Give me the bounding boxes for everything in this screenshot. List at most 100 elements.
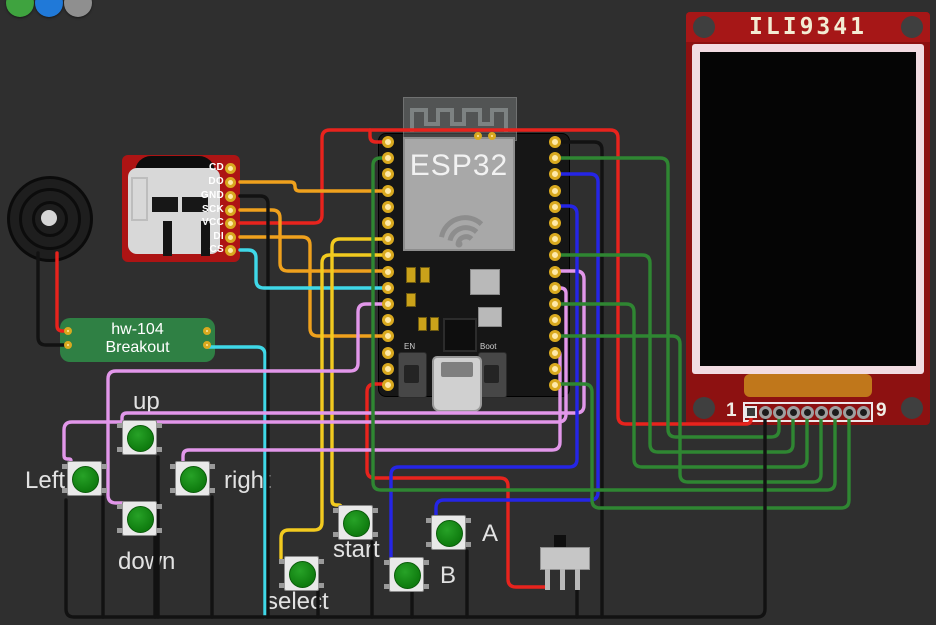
esp32-pin-right[interactable]: [549, 184, 561, 197]
sd-pin-label: CD: [208, 162, 224, 173]
pushbutton-up[interactable]: [117, 420, 162, 455]
display-pin[interactable]: [857, 405, 871, 419]
esp32-pin-left[interactable]: [382, 298, 394, 310]
esp32-pin-top[interactable]: [488, 132, 496, 140]
display-pin[interactable]: [843, 405, 857, 419]
pushbutton-right[interactable]: [170, 461, 215, 496]
wire[interactable]: [238, 208, 390, 273]
display-pin[interactable]: [800, 405, 814, 419]
pushbutton-start[interactable]: [333, 505, 378, 540]
button-leg: [384, 560, 390, 565]
button-leg: [372, 532, 378, 537]
button-cap-down[interactable]: [127, 506, 154, 533]
smd-component: [478, 307, 502, 327]
esp32-en-button[interactable]: [398, 352, 427, 398]
button-cap-left[interactable]: [72, 466, 99, 493]
button-label-right: right: [224, 467, 271, 494]
display-flex-connector: [744, 374, 872, 397]
switch-body: [540, 547, 590, 570]
esp32-pin-left[interactable]: [382, 379, 394, 391]
button-leg: [318, 559, 324, 564]
hw104-breakout[interactable]: hw-104 Breakout: [60, 318, 215, 362]
wire[interactable]: [238, 235, 390, 338]
sd-slot-notch: [131, 177, 148, 221]
buzzer[interactable]: [7, 176, 93, 262]
esp32-pin-left[interactable]: [382, 200, 394, 213]
button-cap-a[interactable]: [436, 520, 463, 547]
esp32-pin-right[interactable]: [549, 265, 561, 278]
esp32-pin-left[interactable]: [382, 217, 394, 229]
pushbutton-down[interactable]: [117, 501, 162, 536]
run-button[interactable]: [6, 0, 34, 17]
display-pin[interactable]: [829, 405, 843, 419]
button-cap-select[interactable]: [289, 561, 316, 588]
button-label-a: A: [482, 520, 499, 547]
en-button-cap: [404, 365, 419, 383]
pause-button[interactable]: [35, 0, 63, 17]
esp32-pin-right[interactable]: [549, 281, 561, 294]
button-cap-right[interactable]: [180, 466, 207, 493]
button-leg: [62, 464, 68, 469]
switch-leg: [560, 569, 565, 590]
button-leg: [117, 447, 123, 452]
sd-pin[interactable]: [224, 231, 236, 243]
usb-connector: [432, 356, 482, 412]
button-leg: [318, 583, 324, 588]
pushbutton-left[interactable]: [62, 461, 107, 496]
wire[interactable]: [238, 194, 270, 619]
buzzer-ring: [32, 201, 68, 237]
button-label-down: down: [118, 548, 176, 575]
button-cap-up[interactable]: [127, 425, 154, 452]
esp32-pin-left[interactable]: [382, 265, 394, 278]
button-cap-b[interactable]: [394, 562, 421, 589]
display-pin[interactable]: [744, 405, 757, 418]
hw104-pin[interactable]: [64, 341, 72, 349]
buzzer-ring: [19, 188, 81, 250]
sd-pin[interactable]: [224, 176, 236, 188]
sd-pin[interactable]: [224, 217, 236, 229]
wire[interactable]: [238, 248, 390, 290]
esp32-pin-left[interactable]: [382, 136, 394, 148]
esp32-pin-right[interactable]: [549, 200, 561, 213]
esp32-pin-right[interactable]: [549, 362, 561, 375]
mounting-hole: [693, 16, 715, 38]
hw104-pin[interactable]: [203, 341, 211, 349]
sd-pin[interactable]: [224, 190, 236, 202]
sd-pin[interactable]: [224, 244, 236, 256]
display-pin[interactable]: [786, 405, 800, 419]
pushbutton-b[interactable]: [384, 557, 429, 592]
ili9341-display[interactable]: ILI9341 1 9: [686, 12, 930, 425]
display-pin[interactable]: [815, 405, 829, 419]
pushbutton-a[interactable]: [426, 515, 471, 550]
mounting-hole: [693, 397, 715, 419]
esp32-pin-top[interactable]: [474, 132, 482, 140]
esp32-pin-right[interactable]: [549, 379, 561, 391]
esp32-pin-left[interactable]: [382, 346, 394, 359]
smd-component: [406, 267, 416, 283]
pushbutton-select[interactable]: [279, 556, 324, 591]
button-cap-start[interactable]: [343, 510, 370, 537]
wire[interactable]: [238, 180, 390, 193]
esp32-boot-button[interactable]: [478, 352, 507, 398]
esp32-board[interactable]: ESP32 EN Boot: [378, 97, 570, 412]
stop-button[interactable]: [64, 0, 92, 17]
boot-button-cap: [484, 365, 499, 383]
esp32-pin-left[interactable]: [382, 184, 394, 197]
sd-pin-label: CS: [209, 244, 224, 255]
display-pin[interactable]: [758, 405, 772, 419]
sd-pin[interactable]: [224, 204, 236, 216]
esp32-pin-right[interactable]: [549, 346, 561, 359]
esp32-pin-right[interactable]: [549, 217, 561, 229]
esp32-pin-right[interactable]: [549, 136, 561, 148]
esp32-pin-left[interactable]: [382, 281, 394, 294]
sd-card-module[interactable]: [122, 155, 240, 262]
hw104-pin[interactable]: [203, 327, 211, 335]
button-leg: [156, 528, 162, 533]
esp32-pin-left[interactable]: [382, 362, 394, 375]
display-pin[interactable]: [772, 405, 786, 419]
sd-pin[interactable]: [224, 162, 236, 174]
hw104-pin[interactable]: [64, 327, 72, 335]
slide-switch[interactable]: [538, 535, 592, 590]
esp32-pin-right[interactable]: [549, 298, 561, 310]
hw104-line1: hw-104: [111, 321, 164, 338]
